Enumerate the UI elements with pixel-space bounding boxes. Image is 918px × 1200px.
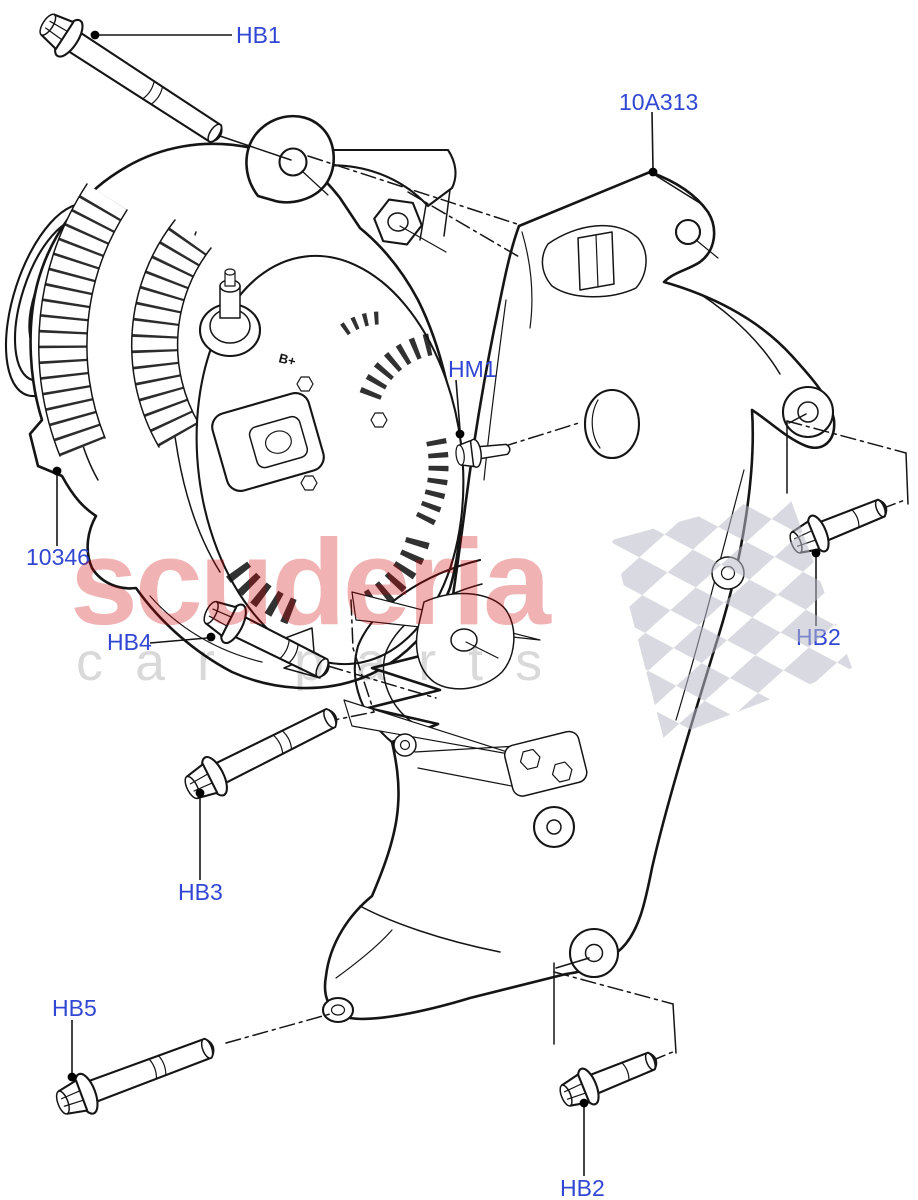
part-label-10a313[interactable]: 10A313 [619,89,698,115]
vent-louvers [220,311,449,625]
terminal-marking: B+ [277,350,298,369]
projection-lines [213,133,909,1062]
part-label-10346[interactable]: 10346 [26,544,90,570]
mount-nut [373,198,423,246]
bolt-hb5 [49,1025,222,1125]
right-boss [781,385,835,439]
part-label-hb3[interactable]: HB3 [178,879,223,905]
lower-right-boss [568,927,620,979]
bolt-hb1 [31,3,233,155]
upper-arm [316,148,457,241]
part-label-hb4[interactable]: HB4 [107,629,152,655]
mid-arm [279,558,541,789]
part-label-hb1[interactable]: HB1 [236,22,281,48]
alternator-drawing: B+ [4,114,465,690]
main-bore [583,388,641,460]
terminal-stud: B+ [198,268,298,369]
watermark-subbrand: car parts [76,632,574,692]
stator-fins-inner [130,219,212,448]
bolt-hb2-bottom [553,1040,664,1116]
stator-fins-outer [38,183,128,457]
part-label-hb5[interactable]: HB5 [52,995,97,1021]
top-pocket [541,224,647,298]
part-label-hb2-bottom[interactable]: HB2 [560,1175,605,1200]
connector-block [211,392,325,492]
bracket-drawing [279,170,836,1024]
part-label-hm1[interactable]: HM1 [448,356,497,382]
hex-plate [503,730,588,797]
watermark: scuderia car parts [70,492,852,740]
checkered-flag [612,492,852,740]
cover-studs [296,376,388,491]
watermark-brand: scuderia [70,514,552,650]
